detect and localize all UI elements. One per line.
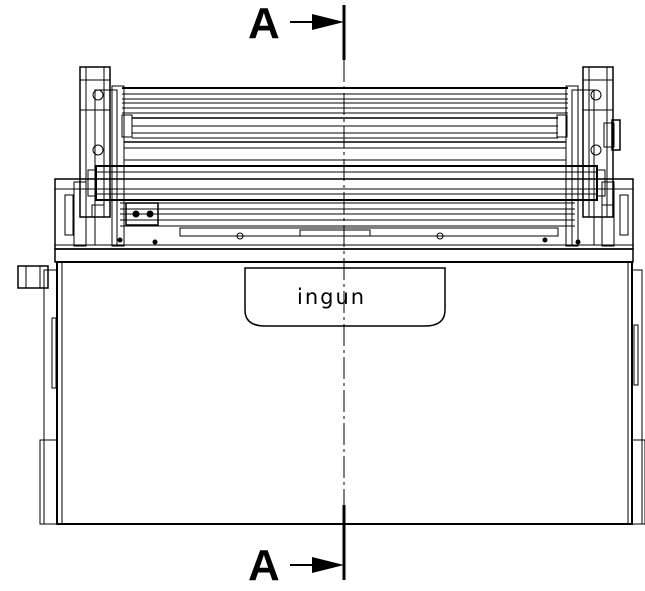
logo-text: ingun [297,285,366,309]
lower-carriage [117,202,581,245]
section-arrow-bottom [290,557,344,573]
front-handle [244,267,446,327]
section-arrow-top [290,14,344,30]
main-roller-bar [87,165,606,201]
top-rails [122,87,568,161]
right-side-plate [556,66,621,247]
section-label-bottom: A [248,541,280,590]
section-label-top: A [248,0,280,48]
